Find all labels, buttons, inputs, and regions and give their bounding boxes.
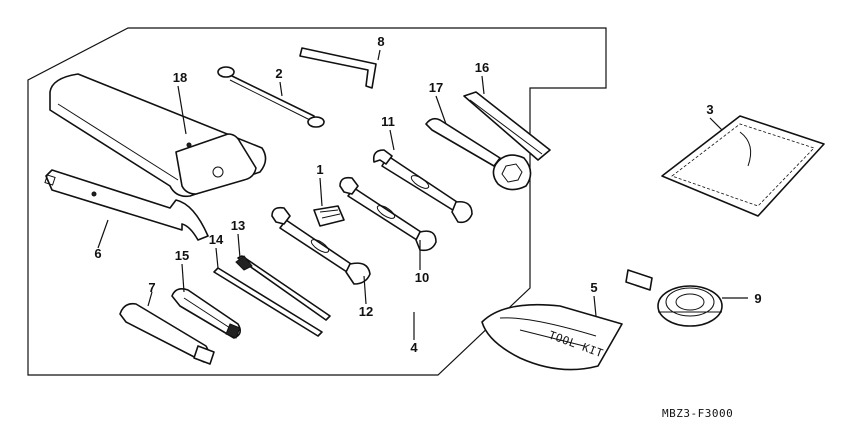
callout-6: 6 bbox=[94, 246, 101, 261]
pin-spanner-part bbox=[44, 169, 209, 241]
box-wrench-part bbox=[425, 117, 532, 191]
callout-5: 5 bbox=[590, 280, 597, 295]
screwdriver-14-part bbox=[213, 267, 323, 337]
clip-part bbox=[313, 205, 345, 227]
callout-10: 10 bbox=[415, 270, 429, 285]
pressure-gauge-part bbox=[625, 269, 723, 327]
callout-16: 16 bbox=[475, 60, 489, 75]
callout-13: 13 bbox=[231, 218, 245, 233]
diagram-code: MBZ3-F3000 bbox=[662, 407, 733, 420]
cover-part: TOOL KIT bbox=[481, 303, 623, 371]
callout-15: 15 bbox=[175, 248, 189, 263]
callout-4: 4 bbox=[410, 340, 418, 355]
callout-1: 1 bbox=[316, 162, 323, 177]
callout-11: 11 bbox=[381, 114, 395, 129]
callout-14: 14 bbox=[209, 232, 224, 247]
callout-17: 17 bbox=[429, 80, 443, 95]
callout-18: 18 bbox=[173, 70, 187, 85]
screwdriver-13-part bbox=[235, 255, 331, 321]
tool-bag-part bbox=[49, 73, 267, 198]
callout-7: 7 bbox=[148, 280, 155, 295]
wrench-11-part bbox=[372, 149, 473, 224]
callout-9: 9 bbox=[754, 291, 761, 306]
callout-8: 8 bbox=[377, 34, 384, 49]
tool-kit-outline bbox=[27, 27, 607, 376]
screwdriver-handle-part bbox=[171, 288, 242, 339]
hex-key-part bbox=[299, 47, 377, 89]
wrench-12-part bbox=[271, 206, 371, 285]
callout-3: 3 bbox=[706, 102, 713, 117]
leader-lines bbox=[97, 49, 748, 340]
rod-wrench-part bbox=[217, 66, 325, 128]
callout-12: 12 bbox=[359, 304, 373, 319]
extension-bar-part bbox=[119, 302, 215, 365]
pouch-part bbox=[661, 115, 825, 217]
strap-part bbox=[463, 91, 551, 161]
callout-2: 2 bbox=[275, 66, 282, 81]
